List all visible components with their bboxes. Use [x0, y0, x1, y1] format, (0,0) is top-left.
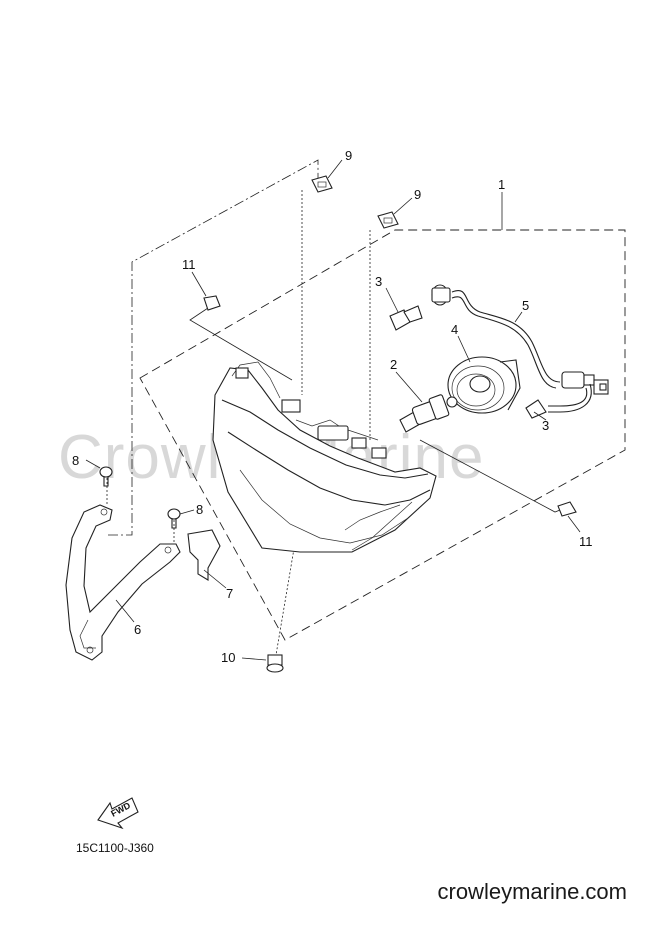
bulb-2 [399, 394, 458, 433]
leader-11a [189, 307, 293, 381]
callout-6: 6 [134, 622, 141, 637]
callout-2: 2 [390, 357, 397, 372]
fwd-arrow-icon: FWD [97, 797, 139, 830]
callout-10: 10 [221, 650, 235, 665]
bulb-3-lower [525, 399, 547, 419]
plate-7 [187, 529, 221, 581]
leader-5 [514, 311, 523, 323]
callout-7: 7 [226, 586, 233, 601]
leader-2 [395, 371, 423, 403]
bolt-10 [266, 654, 284, 673]
nut-11b [557, 501, 577, 517]
callout-5: 5 [522, 298, 529, 313]
leader-6 [115, 599, 135, 623]
site-label: crowleymarine.com [437, 879, 628, 904]
callout-11-lower: 11 [579, 534, 593, 549]
socket-cord-5 [431, 284, 609, 413]
callout-1: 1 [498, 177, 505, 192]
callout-9-lower: 9 [414, 187, 421, 202]
leader-8a [85, 459, 101, 469]
nut-11a [203, 295, 221, 311]
leader-3a [385, 287, 399, 313]
screw-8a [99, 466, 113, 487]
leader-3b [533, 411, 547, 421]
callout-11-upper: 11 [182, 257, 196, 272]
leader-4 [457, 335, 471, 363]
bulb-3-upper [389, 305, 423, 331]
leader-9b [393, 197, 413, 215]
diagram-code: 15C1100-J360 [76, 841, 154, 855]
clip-9b [377, 211, 399, 229]
callout-3-lower: 3 [542, 418, 549, 433]
leader-8b [179, 509, 195, 515]
leader-7 [203, 569, 227, 589]
callout-9-upper: 9 [345, 148, 352, 163]
callout-8-left: 8 [72, 453, 79, 468]
bracket-6 [65, 504, 181, 661]
leader-9-to-6 [108, 159, 319, 536]
assembly-boundary-1 [139, 229, 626, 641]
leader-11b-tag [567, 515, 581, 533]
callout-8-right: 8 [196, 502, 203, 517]
headlight-housing [212, 361, 437, 553]
leader-11a-tag [191, 271, 207, 297]
leader-10 [241, 657, 267, 661]
callout-3-upper: 3 [375, 274, 382, 289]
clip-9a [311, 175, 333, 193]
dust-cover-4 [447, 356, 521, 414]
leader-9a [327, 159, 343, 179]
callout-4: 4 [451, 322, 458, 337]
